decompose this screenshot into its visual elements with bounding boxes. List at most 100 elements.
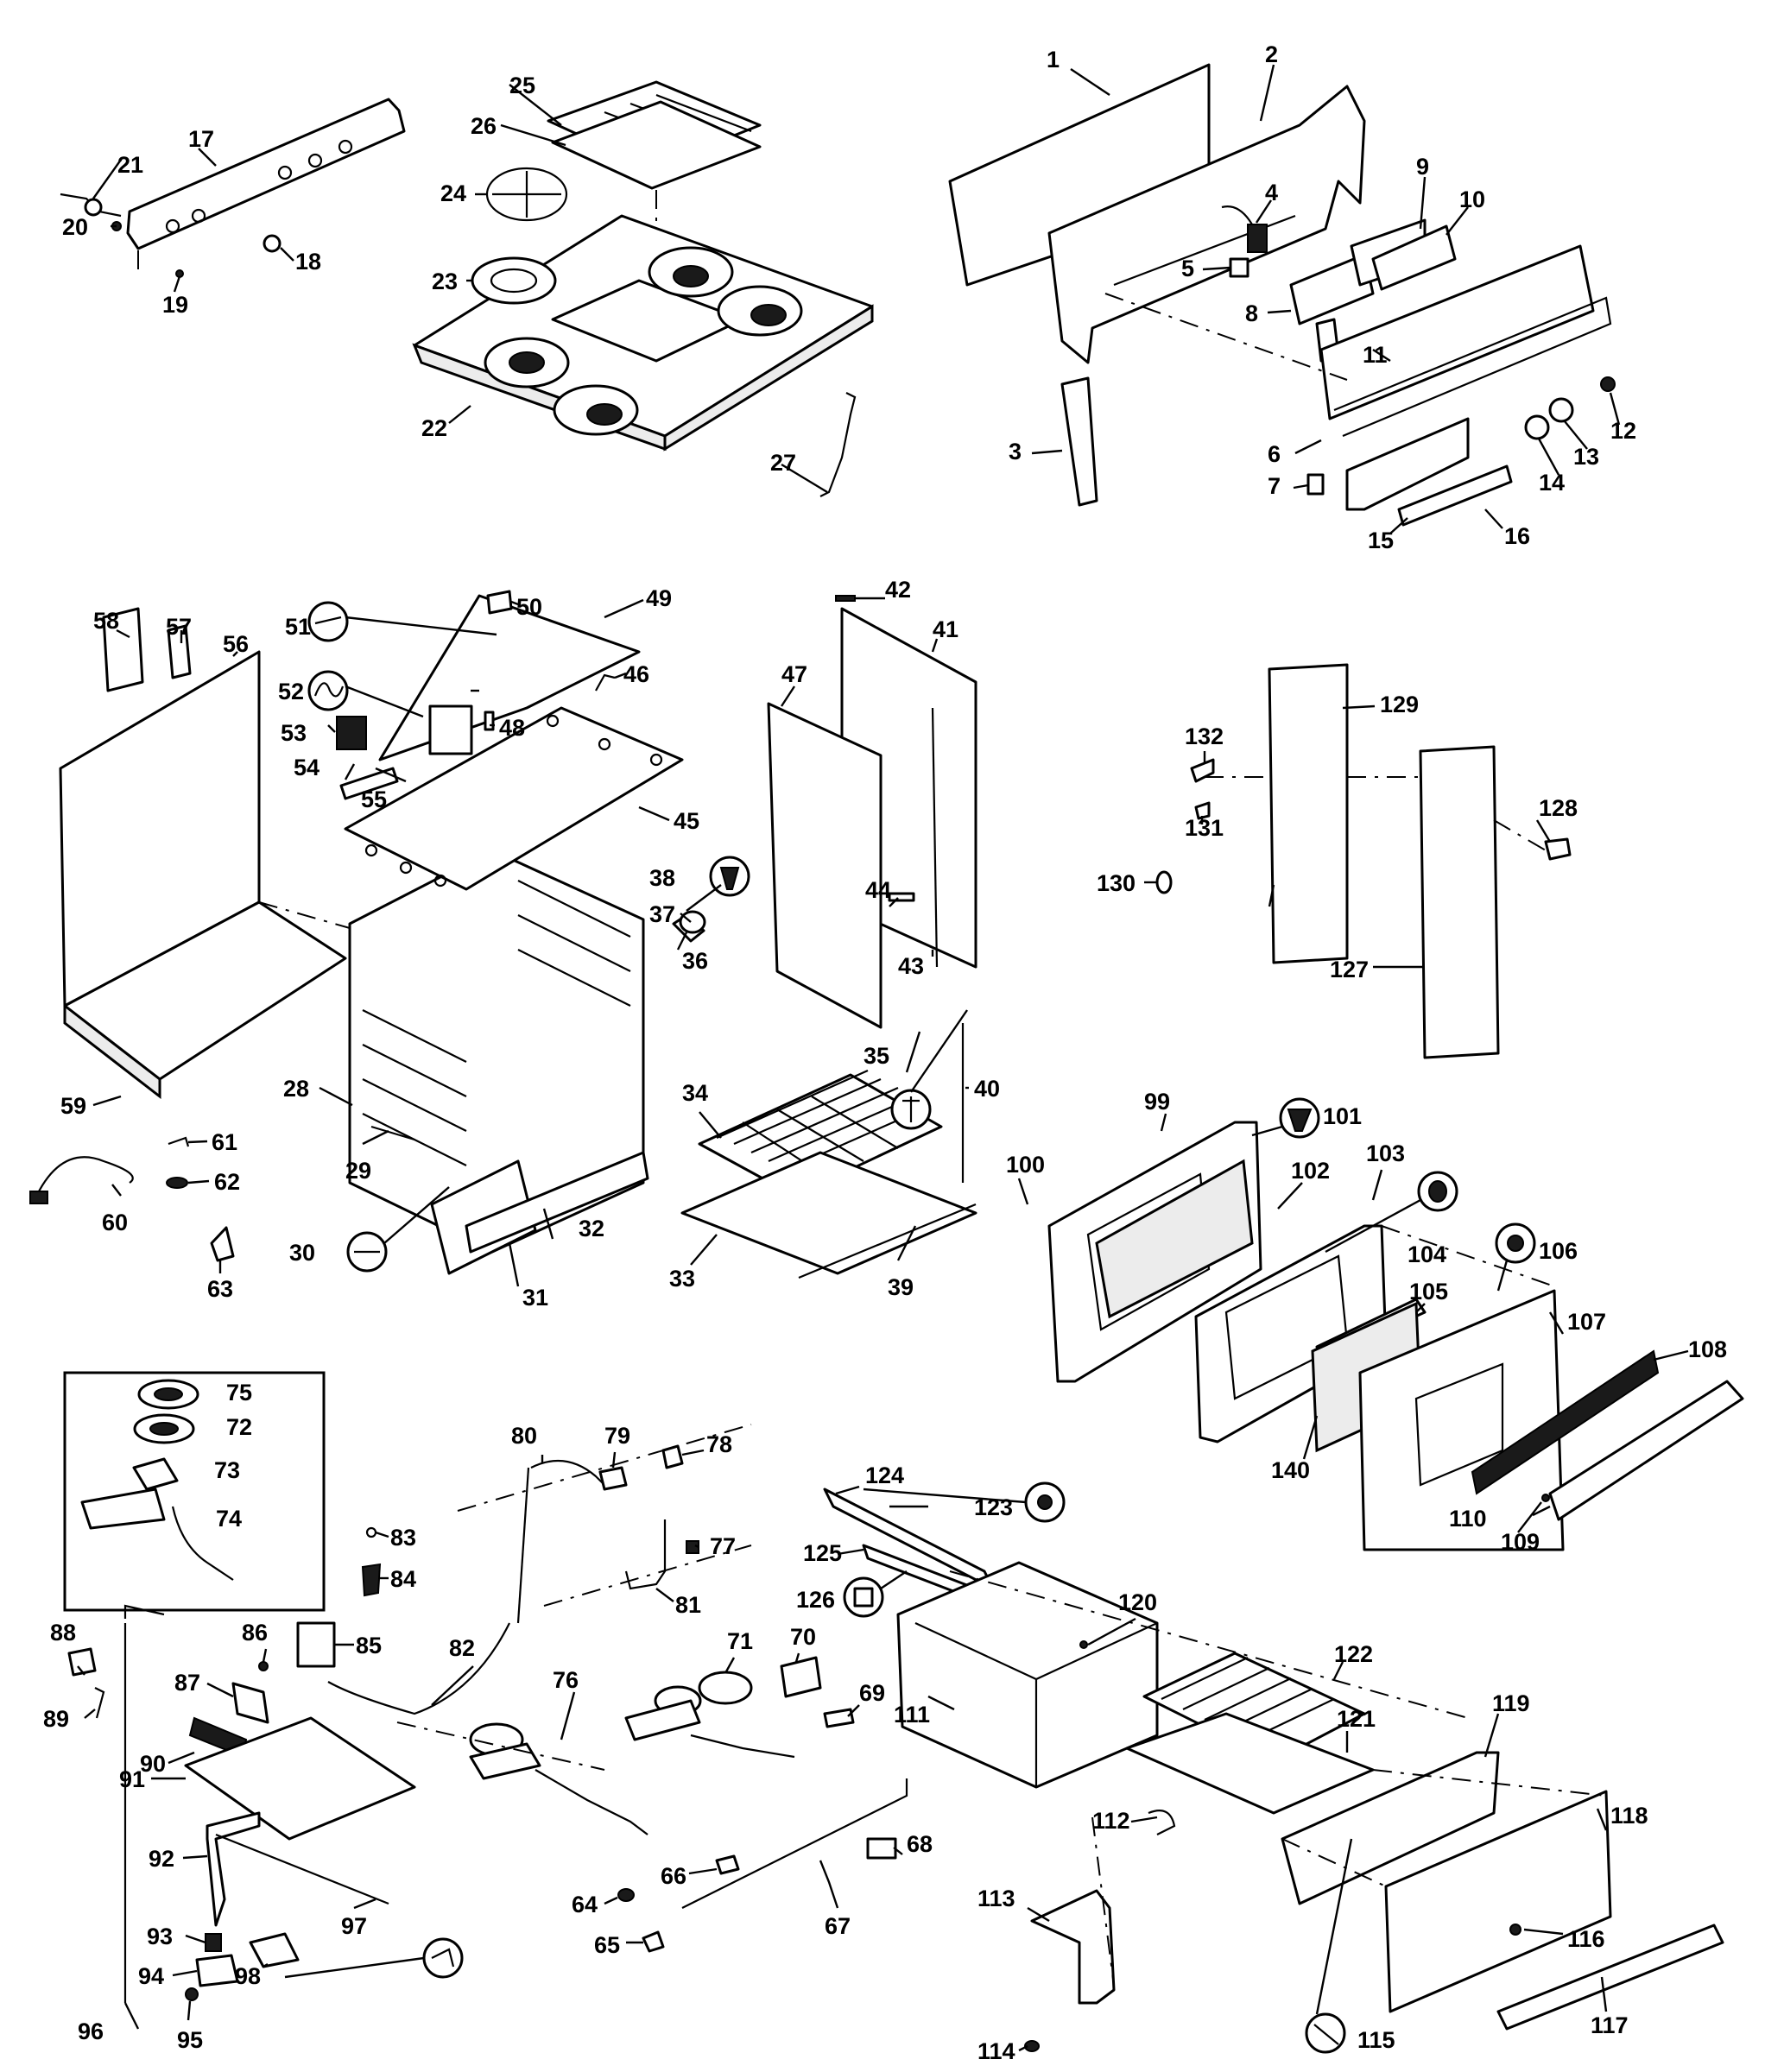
part-num-59: 59 xyxy=(60,1093,86,1119)
bracket-8 xyxy=(1289,253,1375,325)
part-num-26: 26 xyxy=(471,113,497,139)
part-num-39: 39 xyxy=(888,1274,914,1300)
part-num-42: 42 xyxy=(885,577,911,603)
part-num-127: 127 xyxy=(1330,957,1369,982)
part-num-113: 113 xyxy=(977,1886,1015,1911)
part-num-124: 124 xyxy=(865,1462,904,1488)
part-num-8: 8 xyxy=(1245,300,1258,326)
clip-44 xyxy=(888,892,915,902)
manifold-67 xyxy=(681,1778,908,1909)
part-num-130: 130 xyxy=(1097,870,1136,896)
knob-37 xyxy=(679,910,706,934)
part-num-78: 78 xyxy=(706,1431,732,1457)
tube-80-down xyxy=(516,1467,530,1624)
part-num-74: 74 xyxy=(216,1506,242,1532)
part-num-37: 37 xyxy=(649,901,675,927)
part-num-95: 95 xyxy=(177,2027,203,2053)
part-num-7: 7 xyxy=(1268,473,1281,499)
part-num-140: 140 xyxy=(1271,1457,1310,1483)
screw-110 xyxy=(1541,1494,1550,1502)
part-num-10: 10 xyxy=(1459,186,1485,212)
part-num-60: 60 xyxy=(102,1210,128,1235)
cord-plug-60 xyxy=(29,1191,48,1204)
bracket-113 xyxy=(1030,1889,1116,2005)
part-num-21: 21 xyxy=(117,152,143,178)
fitting-93 xyxy=(205,1933,222,1952)
control-panel-11 xyxy=(1319,244,1612,438)
trim-108 xyxy=(1471,1349,1660,1495)
part-num-3: 3 xyxy=(1009,439,1022,464)
part-num-100: 100 xyxy=(1006,1152,1045,1178)
bracket-55 xyxy=(428,704,473,755)
part-num-66: 66 xyxy=(661,1863,686,1889)
trim-15 xyxy=(1345,417,1470,511)
handle-109 xyxy=(1548,1380,1744,1521)
part-num-110: 110 xyxy=(1449,1506,1487,1532)
part-num-89: 89 xyxy=(43,1706,69,1732)
clip-50 xyxy=(486,590,513,615)
part-num-103: 103 xyxy=(1366,1140,1405,1166)
part-num-84: 84 xyxy=(390,1566,416,1592)
part-num-91: 91 xyxy=(119,1766,145,1792)
bracket-32 xyxy=(430,1159,537,1275)
part-num-48: 48 xyxy=(499,715,525,741)
burner-bowl-23 xyxy=(471,256,557,305)
part-num-116: 116 xyxy=(1567,1926,1605,1952)
wire-89 xyxy=(94,1687,105,1719)
part-num-41: 41 xyxy=(933,616,958,642)
clip-132 xyxy=(1190,758,1215,783)
part-num-121: 121 xyxy=(1337,1706,1376,1732)
burner-71 xyxy=(624,1671,795,1759)
part-num-35: 35 xyxy=(864,1043,889,1069)
trim-16 xyxy=(1397,464,1513,527)
broiler-pan-33 xyxy=(680,1151,977,1275)
part-num-81: 81 xyxy=(675,1592,701,1618)
bottom-pan-59 xyxy=(63,900,347,1100)
drawer-body-111 xyxy=(896,1561,1159,1789)
clip-128 xyxy=(1544,837,1572,861)
part-num-54: 54 xyxy=(294,755,319,780)
fitting-69 xyxy=(823,1708,855,1728)
part-num-36: 36 xyxy=(682,948,708,974)
part-num-86: 86 xyxy=(242,1620,268,1646)
number-leaders xyxy=(77,64,1689,2052)
knob-13 xyxy=(1548,397,1574,423)
part-num-24: 24 xyxy=(440,180,466,206)
part-num-69: 69 xyxy=(859,1680,885,1706)
bracket-87 xyxy=(231,1682,269,1724)
part-num-20: 20 xyxy=(62,214,88,240)
part-num-98: 98 xyxy=(235,1963,261,1989)
rod-43 xyxy=(931,707,939,968)
part-num-11: 11 xyxy=(1363,342,1388,368)
part-num-50: 50 xyxy=(516,594,542,620)
part-num-104: 104 xyxy=(1408,1241,1446,1267)
part-num-49: 49 xyxy=(646,585,672,611)
clip-5 xyxy=(1229,257,1249,278)
screw-86 xyxy=(258,1661,269,1671)
part-num-23: 23 xyxy=(432,268,458,294)
part-num-38: 38 xyxy=(649,865,675,891)
part-num-34: 34 xyxy=(682,1080,708,1106)
part-num-106: 106 xyxy=(1539,1238,1578,1264)
clip-131 xyxy=(1194,801,1211,820)
part-num-6: 6 xyxy=(1268,441,1281,467)
glass-102 xyxy=(1095,1159,1254,1319)
part-num-107: 107 xyxy=(1567,1309,1606,1335)
module-85 xyxy=(296,1621,336,1668)
bracket-88 xyxy=(67,1647,97,1677)
part-num-93: 93 xyxy=(147,1924,173,1949)
panel-129 xyxy=(1268,663,1349,964)
part-num-53: 53 xyxy=(281,720,307,746)
fitting-84 xyxy=(361,1563,382,1597)
part-num-96: 96 xyxy=(78,2018,104,2044)
part-num-5: 5 xyxy=(1181,256,1194,281)
part-num-132: 132 xyxy=(1185,723,1224,749)
bumper-130 xyxy=(1155,870,1173,894)
part-num-83: 83 xyxy=(390,1525,416,1551)
part-num-18: 18 xyxy=(295,249,321,275)
burner-detail xyxy=(80,1379,234,1581)
part-num-118: 118 xyxy=(1610,1803,1648,1829)
part-num-128: 128 xyxy=(1539,795,1578,821)
part-num-58: 58 xyxy=(93,608,119,634)
